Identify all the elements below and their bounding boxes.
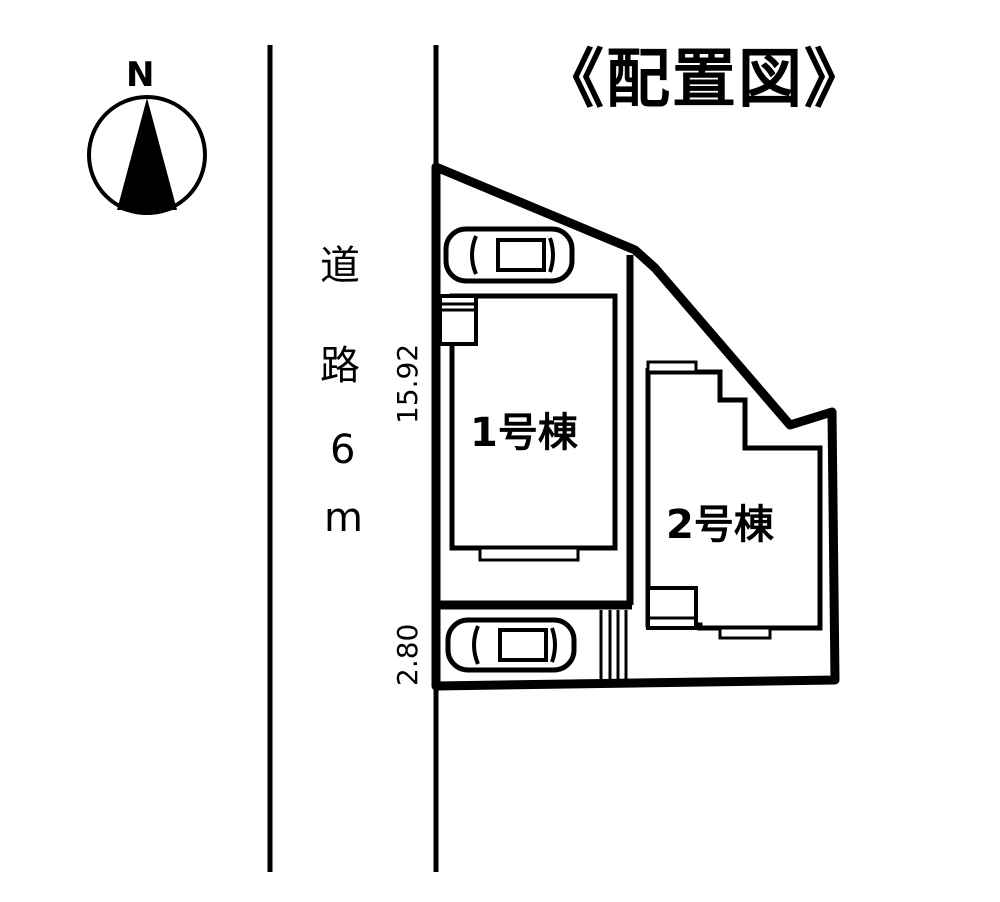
road-label-char-1: 道	[320, 243, 360, 289]
road-label-char-2: 路	[320, 343, 360, 389]
site-boundary	[431, 162, 840, 691]
flag-strip-hatch	[599, 610, 628, 682]
building-2-label: 2号棟	[666, 502, 774, 548]
north-label: N	[126, 55, 155, 95]
road-width-unit: m	[324, 495, 363, 541]
car-icon	[445, 617, 577, 673]
page-title: 《配置図》	[540, 43, 870, 117]
frontage-dimension-main: 15.92	[391, 343, 424, 424]
north-arrow-icon	[87, 95, 207, 215]
road-width-value: 6	[330, 427, 356, 473]
frontage-dimension-flag: 2.80	[391, 623, 424, 686]
car-icon	[443, 226, 575, 284]
building-2-outline	[645, 360, 823, 640]
building-1-label: 1号棟	[470, 410, 578, 456]
building-1-outline	[438, 293, 618, 562]
